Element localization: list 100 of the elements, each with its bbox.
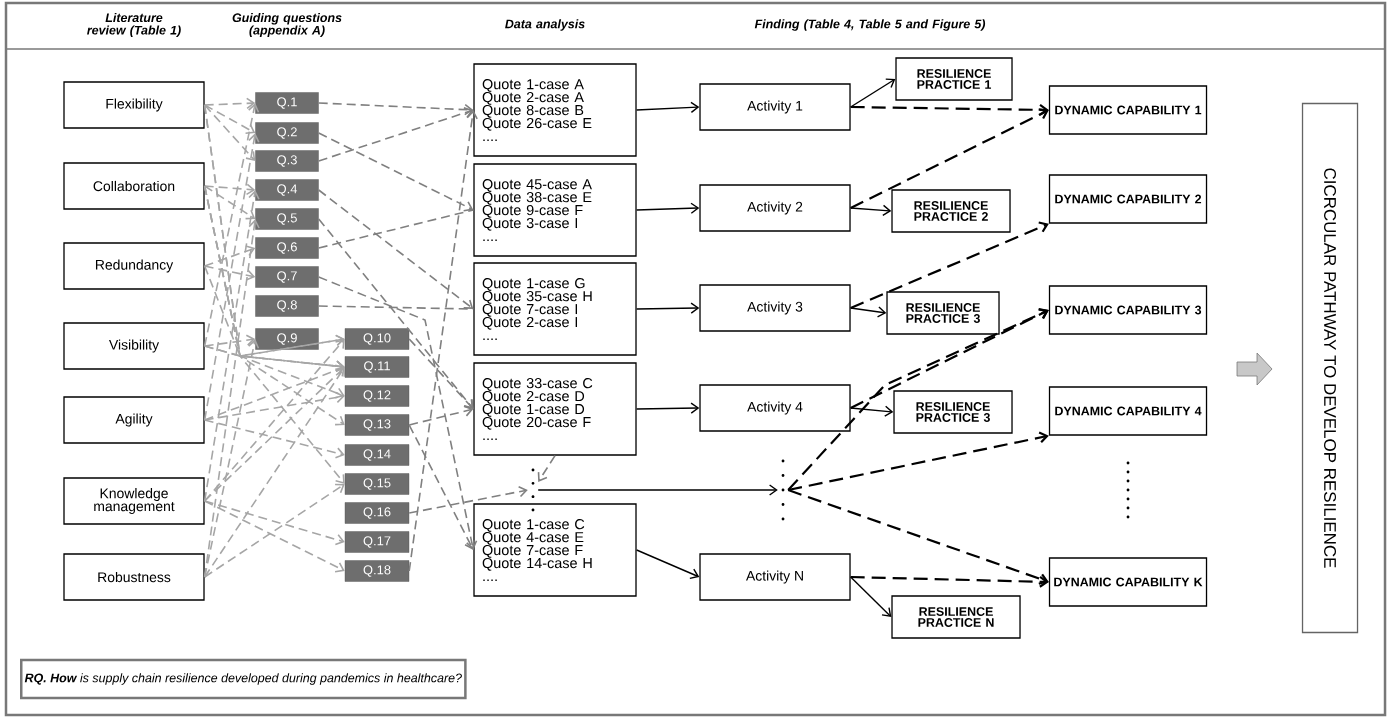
arrow [203,97,256,110]
arrow [203,367,346,578]
arrow [317,132,474,212]
question-box: Q.13 [344,414,410,436]
arrow [203,483,345,578]
question-box: Q.4 [255,179,319,201]
arrow [849,576,892,617]
arrow [849,405,894,417]
column-heading: Finding (Table 4, Table 5 and Figure 5) [754,19,986,31]
arrow [849,78,896,108]
arrow [787,308,1049,491]
arrow [850,221,1049,309]
concept-box: Flexibility [63,81,205,129]
arrow [850,103,1049,116]
arrow [203,245,256,267]
arrow [203,367,345,502]
practice-box: RESILIENCE PRACTICE N [891,595,1021,639]
arrow [850,108,1049,209]
quote-box: Quote 45-case A Quote 38-case E Quote 9-case F Quote 3-case I .... [473,163,637,257]
arrow [635,302,700,314]
capability-box: DYNAMIC CAPABILITY 4 [1048,386,1208,436]
question-box: Q.9 [255,328,319,350]
column-heading: Data analysis [505,19,585,31]
capability-box: DYNAMIC CAPABILITY 3 [1048,285,1208,335]
block-arrow [1236,352,1273,386]
column-heading: Literature review (Table 1) [87,12,181,37]
arrow [537,454,556,482]
arrow [203,500,345,573]
arrow [408,110,478,572]
arrow [408,485,528,514]
arrow [850,575,1049,588]
question-box: Q.1 [255,92,319,114]
question-box: Q.16 [344,502,410,524]
arrow [317,189,474,309]
arrow [317,107,474,162]
arrow [203,104,256,135]
capability-box: DYNAMIC CAPABILITY K [1048,557,1208,607]
practice-box: RESILIENCE PRACTICE 1 [895,57,1013,101]
column-heading: Guiding questions (appendix A) [232,12,342,37]
concept-box: Collaboration [63,162,205,210]
question-box: Q.15 [344,473,410,495]
question-box: Q.8 [255,295,319,317]
arrow [408,405,474,426]
question-box: Q.2 [255,122,319,144]
quote-box: Quote 1-case G Quote 35-case H Quote 7-case I Quote 2-case I .... [473,262,637,356]
arrow [537,484,778,496]
capability-box: DYNAMIC CAPABILITY 1 [1048,85,1208,135]
arrow [788,431,1049,492]
arrow [635,202,700,214]
practice-box: RESILIENCE PRACTICE 2 [891,189,1011,233]
activity-box: Activity N [699,553,851,601]
arrow [317,276,478,550]
quote-box: Quote 1-case C Quote 4-case E Quote 7-case F Quote 14-case H .... [473,503,637,597]
question-box: Q.5 [255,208,319,230]
arrow [635,402,700,414]
activity-box: Activity 1 [699,83,851,131]
arrow [203,104,256,161]
question-box: Q.10 [344,328,410,350]
arrow [408,424,475,550]
arrow [849,204,892,217]
question-box: Q.18 [344,560,410,582]
arrow [317,218,474,409]
arrow [203,265,256,281]
question-box: Q.3 [255,150,319,172]
question-box: Q.7 [255,266,319,288]
arrow [408,338,474,409]
question-box: Q.11 [344,356,410,378]
arrow [850,308,1049,409]
arrow [203,190,260,502]
arrow [787,488,1049,585]
question-box: Q.6 [255,237,319,259]
activity-box: Activity 4 [699,384,851,432]
question-banner: RQ. How is supply chain resilience developed during pandemics in healthcare? [20,658,467,700]
practice-box: RESILIENCE PRACTICE 3 [886,291,1000,335]
arrow [849,306,887,318]
arrow [203,391,345,421]
question-box: Q.12 [344,385,410,407]
activity-box: Activity 3 [699,284,851,332]
concept-box: Knowledge management [63,477,205,525]
arrow [203,183,256,196]
arrow [203,339,260,578]
arrow [203,133,260,421]
arrow [317,102,474,116]
arrow [203,419,345,459]
activity-box: Activity 2 [699,184,851,232]
arrow [635,101,700,114]
ellipsis-dots [781,459,785,521]
concept-box: Visibility [63,322,205,370]
arrow [203,103,260,347]
question-box: Q.14 [344,444,410,466]
arrow [203,185,256,220]
arrow [203,185,345,484]
concept-box: Agility [63,396,205,444]
arrow [203,364,345,421]
practice-box: RESILIENCE PRACTICE 3 [893,390,1013,434]
pathway-box: CICRCULAR PATHWAY TO DEVELOP RESILIENCE [1301,102,1359,634]
capability-box: DYNAMIC CAPABILITY 2 [1048,174,1208,224]
quote-box: Quote 1-case A Quote 2-case A Quote 8-case B Quote 26-case E .... [473,63,637,157]
quote-box: Quote 33-case C Quote 2-case D Quote 1-case D Quote 20-case F .... [473,362,637,456]
arrow [203,334,256,347]
